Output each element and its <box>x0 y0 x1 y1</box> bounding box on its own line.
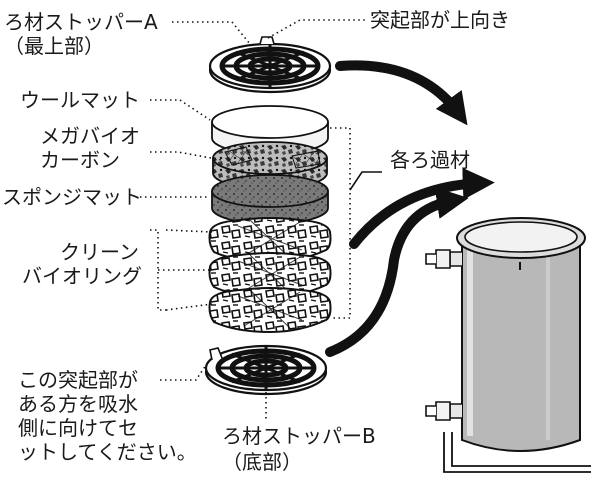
strainer-b-label: ろ材ストッパーB <box>222 424 376 448</box>
strainer-a <box>208 36 332 94</box>
sponge-mat <box>211 174 329 225</box>
strainer-a-sub-label: （最上部） <box>4 34 104 58</box>
strainer-a-label: ろ材ストッパーA <box>4 10 158 34</box>
note-line1: この突起部が <box>18 368 138 392</box>
note-line3: 側に向けてセ <box>18 416 138 440</box>
strainer-b <box>204 344 328 396</box>
mega-bio-label-line2: カーボン <box>40 148 120 172</box>
leader-lines <box>140 19 366 420</box>
arrows <box>325 60 495 357</box>
filter-canister <box>425 217 591 473</box>
clean-bio-rings <box>208 217 332 334</box>
note-line4: ットしてください。 <box>18 440 197 464</box>
each-media-label: 各ろ過材 <box>390 148 470 172</box>
protrusion-up-label: 突起部が上向き <box>370 8 510 32</box>
note-line2: ある方を吸水 <box>18 392 138 416</box>
clean-bio-label-line1: クリーン <box>60 240 139 264</box>
mega-bio-label-line1: メガバイオ <box>40 124 140 148</box>
each-media-leader <box>349 171 382 191</box>
strainer-b-sub-label: （底部） <box>222 450 302 474</box>
clean-bio-label-line2: バイオリング <box>22 264 142 288</box>
wool-mat-label: ウールマット <box>20 88 140 112</box>
sponge-mat-label: スポンジマット <box>2 185 142 209</box>
